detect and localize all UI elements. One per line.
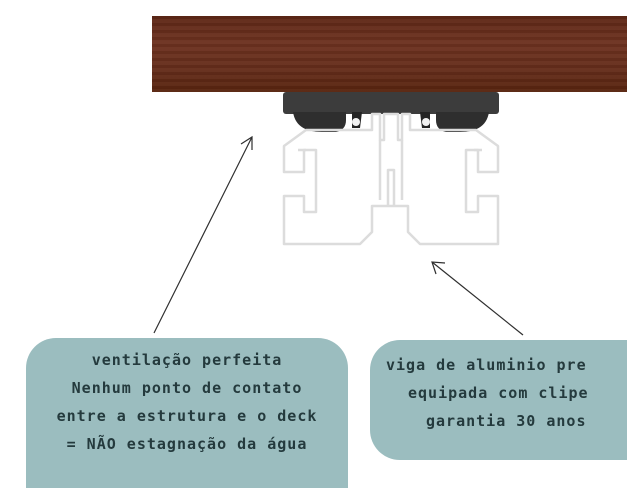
arrow-aluminium-beam (431, 261, 524, 336)
ventilation-callout-line-3: entre a estrutura e o deck (56, 407, 318, 425)
ventilation-callout-line-2: Nenhum ponto de contato (71, 379, 303, 397)
aluminium-beam-profile (282, 112, 500, 246)
aluminium-beam-callout-line-2: equipada com clipe (408, 384, 589, 402)
wood-deck-plank (152, 16, 627, 92)
aluminium-beam-callout: viga de aluminio pre equipada com clipe … (370, 340, 627, 460)
fixing-clip (283, 92, 499, 132)
aluminium-beam-callout-line-1: viga de aluminio pre (386, 356, 587, 374)
ventilation-callout-line-1: ventilação perfeita (91, 351, 283, 369)
ventilation-callout: ventilação perfeita Nenhum ponto de cont… (26, 338, 348, 488)
arrow-ventilation (153, 135, 253, 334)
aluminium-beam-callout-line-3: garantia 30 anos (426, 412, 587, 430)
ventilation-callout-line-4: = NÃO estagnação da água (66, 435, 308, 453)
